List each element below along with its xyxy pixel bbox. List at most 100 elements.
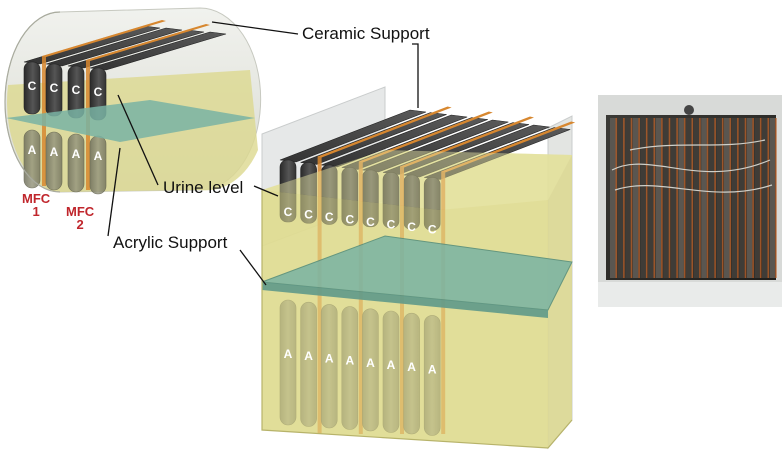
cathode-label: C — [345, 213, 354, 227]
photo-ceramic-edge — [630, 118, 633, 278]
inset-cylinder-rim — [4, 11, 61, 193]
photo-electrode-strip — [724, 118, 730, 278]
photo-electrode-strip — [686, 118, 692, 278]
photo-electrode-strip — [708, 118, 715, 278]
inset-anode-plate — [67, 133, 85, 193]
photo-electrode-strips — [610, 118, 777, 278]
photo-ceramic-edge — [676, 118, 678, 278]
photo-connector — [684, 105, 694, 115]
photo-ceramic-edge — [729, 118, 732, 278]
acrylic-leader-main — [239, 249, 267, 286]
ceramic-support-top — [317, 106, 452, 158]
photo-ceramic-edge — [714, 118, 716, 278]
photo-ceramic-edge — [744, 118, 747, 278]
ceramic-support-top — [358, 111, 493, 163]
urine-leader-main — [253, 185, 279, 197]
photo-ceramic-edge — [721, 118, 724, 278]
inset-anode-label: A — [50, 145, 59, 159]
mfc2-label-line1: MFC — [66, 204, 95, 219]
mfc1-label: MFC 1 — [22, 192, 50, 218]
photo-electrode-strip — [731, 118, 738, 278]
photo-ceramic-edge — [737, 118, 739, 278]
inset-ceramic-support-top — [42, 20, 166, 57]
photo-electrode-strip — [640, 118, 646, 278]
photo-electrode-strip — [746, 118, 753, 278]
ceramic-leader-main — [412, 43, 419, 108]
main-liquid-surface — [262, 150, 572, 210]
cathode-label: C — [304, 208, 313, 222]
photo-electrode-strip — [762, 118, 768, 278]
ceramic-support-label: Ceramic Support — [302, 24, 430, 43]
photo-wires — [611, 139, 773, 193]
mfc2-label-line2: 2 — [76, 217, 84, 232]
photo-ceramic-edge — [752, 118, 754, 278]
photo-ceramic-edge — [653, 118, 656, 278]
photo-ceramic-edge — [623, 118, 625, 278]
photo-ceramic-edge — [699, 118, 701, 278]
photo-ceramic-edge — [775, 118, 777, 278]
anode-label: A — [428, 362, 437, 376]
inset-cathode-label: C — [94, 85, 103, 99]
photo-electrode-strip — [648, 118, 654, 278]
photo-electrode-strip — [632, 118, 639, 278]
photo-electrode-strip — [716, 118, 722, 278]
inset-cathode-label: C — [50, 81, 59, 95]
photo-ceramic-edge — [759, 118, 762, 278]
photo-ceramic-edge — [638, 118, 640, 278]
anode-label: A — [366, 356, 375, 370]
leader-lines — [107, 21, 419, 286]
photo-electrode-strip — [663, 118, 669, 278]
photo-electrode-strip — [769, 118, 776, 278]
main-tank-outline — [261, 190, 573, 449]
photo-electrode-strip — [693, 118, 700, 278]
inset-anode-label: A — [28, 143, 37, 157]
inset-anode-label: A — [94, 149, 103, 163]
cathode-label: C — [325, 210, 334, 224]
cathode-label: C — [366, 215, 375, 229]
photo-tray-bottom — [598, 282, 782, 307]
main-acrylic-front-edge — [262, 282, 548, 318]
main-liquid-front — [262, 190, 548, 448]
photo-ceramic-edge — [683, 118, 686, 278]
mfc1-label-line2: 1 — [32, 204, 40, 219]
anode-label: A — [325, 351, 334, 365]
photo-electrode-strip — [701, 118, 707, 278]
inset-acrylic-support — [6, 100, 255, 142]
acrylic-support-label: Acrylic Support — [113, 233, 228, 252]
inset-cathode-label: C — [28, 79, 37, 93]
cathode-label: C — [387, 218, 396, 232]
inset-anode-plate — [89, 135, 107, 195]
photo-ceramic-edge — [645, 118, 648, 278]
photo-ceramic-edge — [706, 118, 709, 278]
photo-electrode-strip — [678, 118, 684, 278]
photo-ceramic-edge — [691, 118, 694, 278]
photo-of-stack — [598, 95, 782, 307]
inset-anode-plate — [23, 129, 41, 189]
anode-label: A — [407, 360, 416, 374]
cathode-label: C — [407, 220, 416, 234]
inset-ceramic-support-top — [86, 24, 210, 61]
ceramic-support-top — [441, 121, 576, 173]
urine-level-label: Urine level — [163, 178, 244, 197]
inset-anode-plate — [45, 131, 63, 191]
mfc2-label: MFC 2 — [66, 205, 94, 231]
cathode-label: C — [284, 205, 293, 219]
photo-ceramic-edge — [661, 118, 663, 278]
cathode-label: C — [428, 223, 437, 237]
anode-label: A — [284, 347, 293, 361]
photo-electrode-strip — [754, 118, 760, 278]
photo-electrode-strip — [610, 118, 616, 278]
photo-electrode-strip — [670, 118, 677, 278]
photo-electrode-strip — [617, 118, 624, 278]
acrylic-leader-inset — [107, 147, 121, 237]
photo-electrode-strip — [655, 118, 662, 278]
ceramic-support-top — [400, 116, 534, 168]
ceramic-leader-inset — [211, 21, 299, 35]
anode-label: A — [345, 354, 354, 368]
